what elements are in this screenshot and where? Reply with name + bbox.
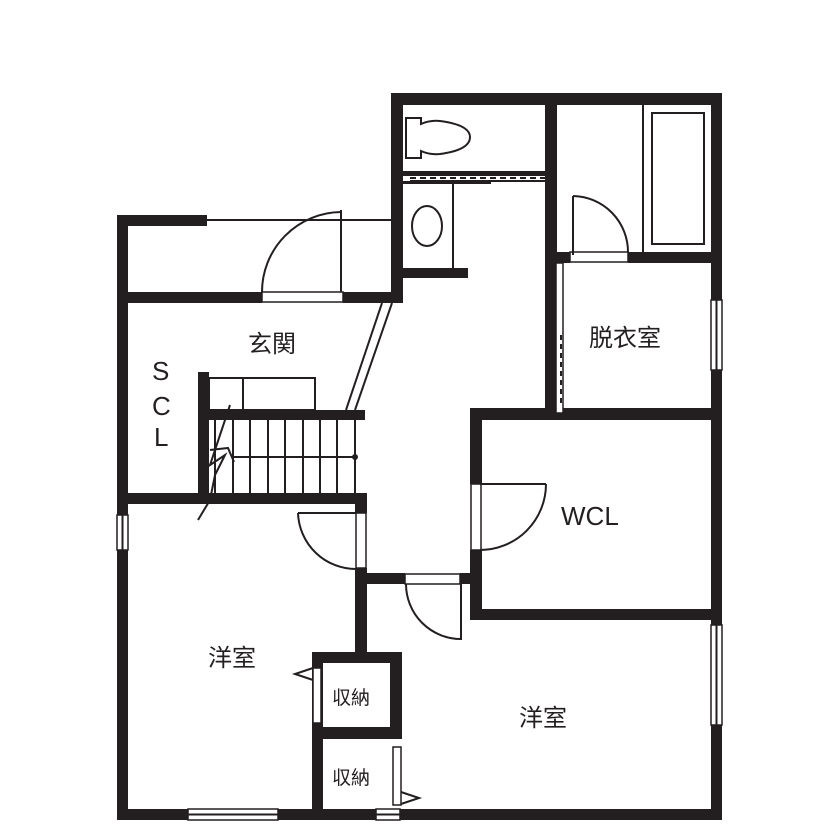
storage-upper-door[interactable] (291, 667, 322, 724)
entrance-door[interactable] (207, 210, 391, 303)
walls (117, 93, 722, 820)
hall-partition (345, 302, 393, 411)
room-label-entrance: 玄関 (248, 330, 296, 358)
room-label-dressing: 脱衣室 (589, 324, 661, 352)
room-label-scl-l: L (154, 422, 168, 452)
bathtub-icon (642, 105, 705, 252)
western-right-door[interactable] (404, 573, 462, 640)
room-label-storage-upper: 収納 (332, 687, 370, 709)
sink-icon (411, 184, 454, 270)
doors (207, 195, 629, 806)
room-label-scl-c: C (152, 391, 171, 421)
room-label-storage-lower: 収納 (332, 767, 370, 789)
storage-lower-door[interactable] (392, 746, 423, 806)
room-label-western-left: 洋室 (208, 644, 256, 672)
windows (116, 262, 723, 821)
staircase (197, 377, 358, 521)
room-label-wcl: WCL (561, 501, 619, 531)
room-label-western-right: 洋室 (519, 704, 567, 732)
bath-door[interactable] (569, 195, 629, 263)
western-left-door[interactable] (297, 512, 367, 570)
toilet-icon (405, 117, 472, 159)
room-label-scl-s: S (152, 356, 169, 386)
wcl-door[interactable] (470, 483, 547, 551)
